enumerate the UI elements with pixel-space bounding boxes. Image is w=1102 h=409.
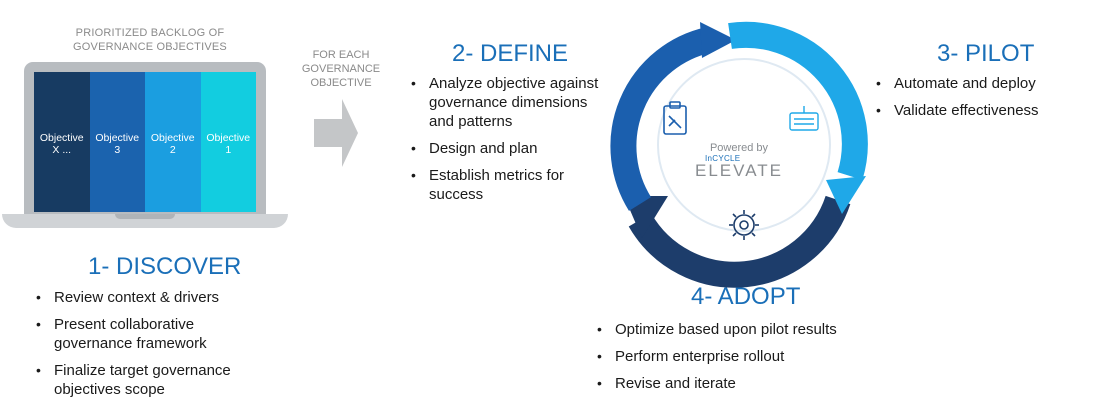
list-item: Design and plan — [409, 139, 609, 158]
cycle-arrowhead-define — [700, 22, 736, 58]
objective-number: 1 — [225, 144, 232, 156]
list-item: Finalize target governance objectives sc… — [34, 361, 274, 399]
pilot-title: 3- PILOT — [937, 40, 1035, 67]
list-item: Perform enterprise rollout — [595, 347, 895, 366]
define-list: Analyze objective against governance dim… — [409, 74, 609, 212]
cycle-arc-define — [610, 27, 712, 211]
brand-small: InCYCLE — [705, 154, 741, 163]
objective-label: Objective — [39, 132, 84, 144]
list-item: Revise and iterate — [595, 374, 895, 393]
powered-by-text: Powered by — [709, 142, 769, 154]
list-item: Review context & drivers — [34, 288, 274, 307]
objective-label: Objective — [150, 132, 195, 144]
list-item: Automate and deploy — [874, 74, 1094, 93]
list-item: Present collaborative governance framewo… — [34, 315, 274, 353]
laptop-base — [2, 214, 288, 228]
objective-label: Objective — [206, 132, 251, 144]
pilot-list: Automate and deploy Validate effectivene… — [874, 74, 1094, 128]
list-item: Analyze objective against governance dim… — [409, 74, 609, 131]
keyboard-icon — [789, 106, 819, 131]
adopt-list: Optimize based upon pilot results Perfor… — [595, 320, 895, 401]
backlog-caption: PRIORITIZED BACKLOG OF GOVERNANCE OBJECT… — [73, 27, 227, 53]
list-item: Establish metrics for success — [409, 166, 609, 204]
cycle-center — [657, 58, 831, 232]
next-step-arrow — [314, 99, 358, 167]
objective-label: Objective — [95, 132, 140, 144]
brand-logo: ELEVATE — [694, 161, 783, 180]
objective-number: X ... — [52, 144, 72, 156]
adopt-title: 4- ADOPT — [691, 283, 801, 310]
clipboard-icon — [663, 101, 687, 135]
objective-number: 3 — [114, 144, 121, 156]
powered-by: Powered by InCYCLE ELEVATE — [684, 142, 794, 179]
discover-title: 1- DISCOVER — [88, 253, 242, 280]
cycle-arrowhead-pilot — [826, 176, 866, 214]
objective-number: 2 — [169, 144, 176, 156]
cycle-arc-pilot — [728, 21, 868, 180]
list-item: Optimize based upon pilot results — [595, 320, 895, 339]
for-each-label: FOR EACH GOVERNANCE OBJECTIVE — [301, 49, 381, 89]
gear-icon — [729, 210, 759, 240]
define-title: 2- DEFINE — [452, 40, 569, 67]
laptop-notch — [115, 214, 175, 219]
cycle-arc-adopt — [628, 195, 851, 288]
list-item: Validate effectiveness — [874, 101, 1094, 120]
discover-list: Review context & drivers Present collabo… — [34, 288, 274, 407]
